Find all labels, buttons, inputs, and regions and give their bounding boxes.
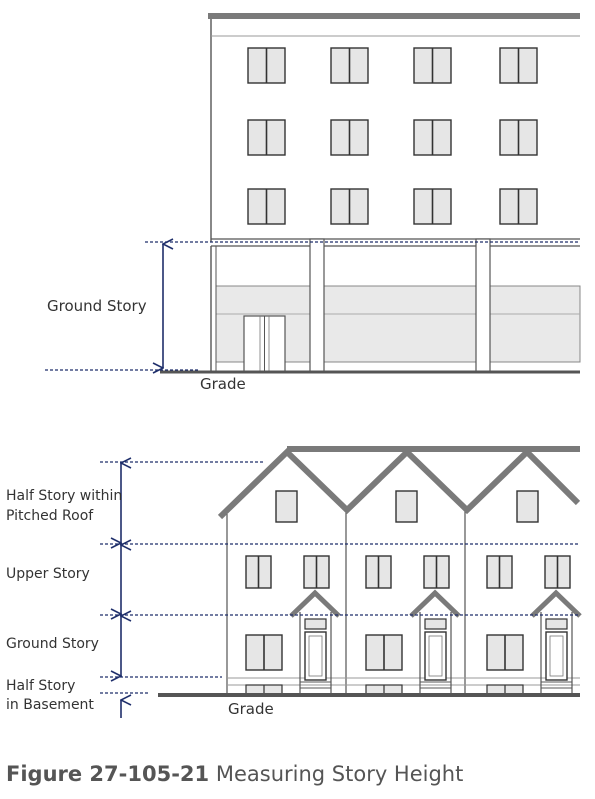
grade-label-bottom: Grade — [228, 700, 274, 718]
window — [330, 47, 369, 84]
upper-story-label: Upper Story — [6, 566, 90, 582]
half-story-basement-label-2: in Basement — [6, 697, 94, 713]
window — [423, 555, 450, 589]
entry-door — [545, 631, 568, 681]
half-story-roof-label-1: Half Story within — [6, 488, 122, 504]
window — [247, 188, 286, 225]
window — [245, 555, 272, 589]
transom-window — [304, 618, 327, 630]
window — [486, 555, 513, 589]
ground-story-label: Ground Story — [47, 297, 147, 315]
window — [247, 119, 286, 156]
window — [365, 634, 403, 671]
top-dimensions: Ground Story Grade — [45, 242, 580, 393]
ground-story-label-bottom: Ground Story — [6, 636, 99, 652]
storefront-pier — [309, 238, 325, 373]
gable-window — [395, 490, 418, 523]
window — [544, 555, 571, 589]
story-height-diagram: Ground Story Grade Half Story within Pit… — [6, 13, 582, 718]
window — [413, 119, 452, 156]
figure-title: Measuring Story Height — [215, 762, 464, 786]
upper-windows — [247, 47, 538, 225]
window — [413, 47, 452, 84]
entry-porch — [409, 589, 461, 694]
entry-porch — [530, 589, 582, 694]
townhouse-row — [158, 446, 582, 697]
window — [499, 47, 538, 84]
bottom-dimensions: Half Story within Pitched Roof Upper Sto… — [6, 462, 580, 718]
half-story-basement-label-1: Half Story — [6, 678, 75, 694]
window — [303, 555, 330, 589]
window — [365, 555, 392, 589]
window — [330, 119, 369, 156]
commercial-building — [160, 13, 581, 374]
figure-number: Figure 27-105-21 — [6, 762, 210, 786]
entry-door — [304, 631, 327, 681]
window — [245, 634, 283, 671]
figure-caption: Figure 27-105-21 Measuring Story Height — [6, 762, 463, 786]
window — [330, 188, 369, 225]
window — [247, 47, 286, 84]
window — [486, 634, 524, 671]
gable-window — [275, 490, 298, 523]
transom-window — [424, 618, 447, 630]
half-story-roof-label-2: Pitched Roof — [6, 508, 94, 524]
grade-label: Grade — [200, 375, 246, 393]
transom-window — [545, 618, 568, 630]
roof-parapet — [208, 13, 580, 19]
window — [499, 188, 538, 225]
gable-window — [516, 490, 539, 523]
townhouse-units — [245, 490, 582, 696]
window — [413, 188, 452, 225]
window — [499, 119, 538, 156]
storefront-pier — [475, 238, 491, 373]
entry-porch — [289, 589, 341, 694]
entry-door — [424, 631, 447, 681]
